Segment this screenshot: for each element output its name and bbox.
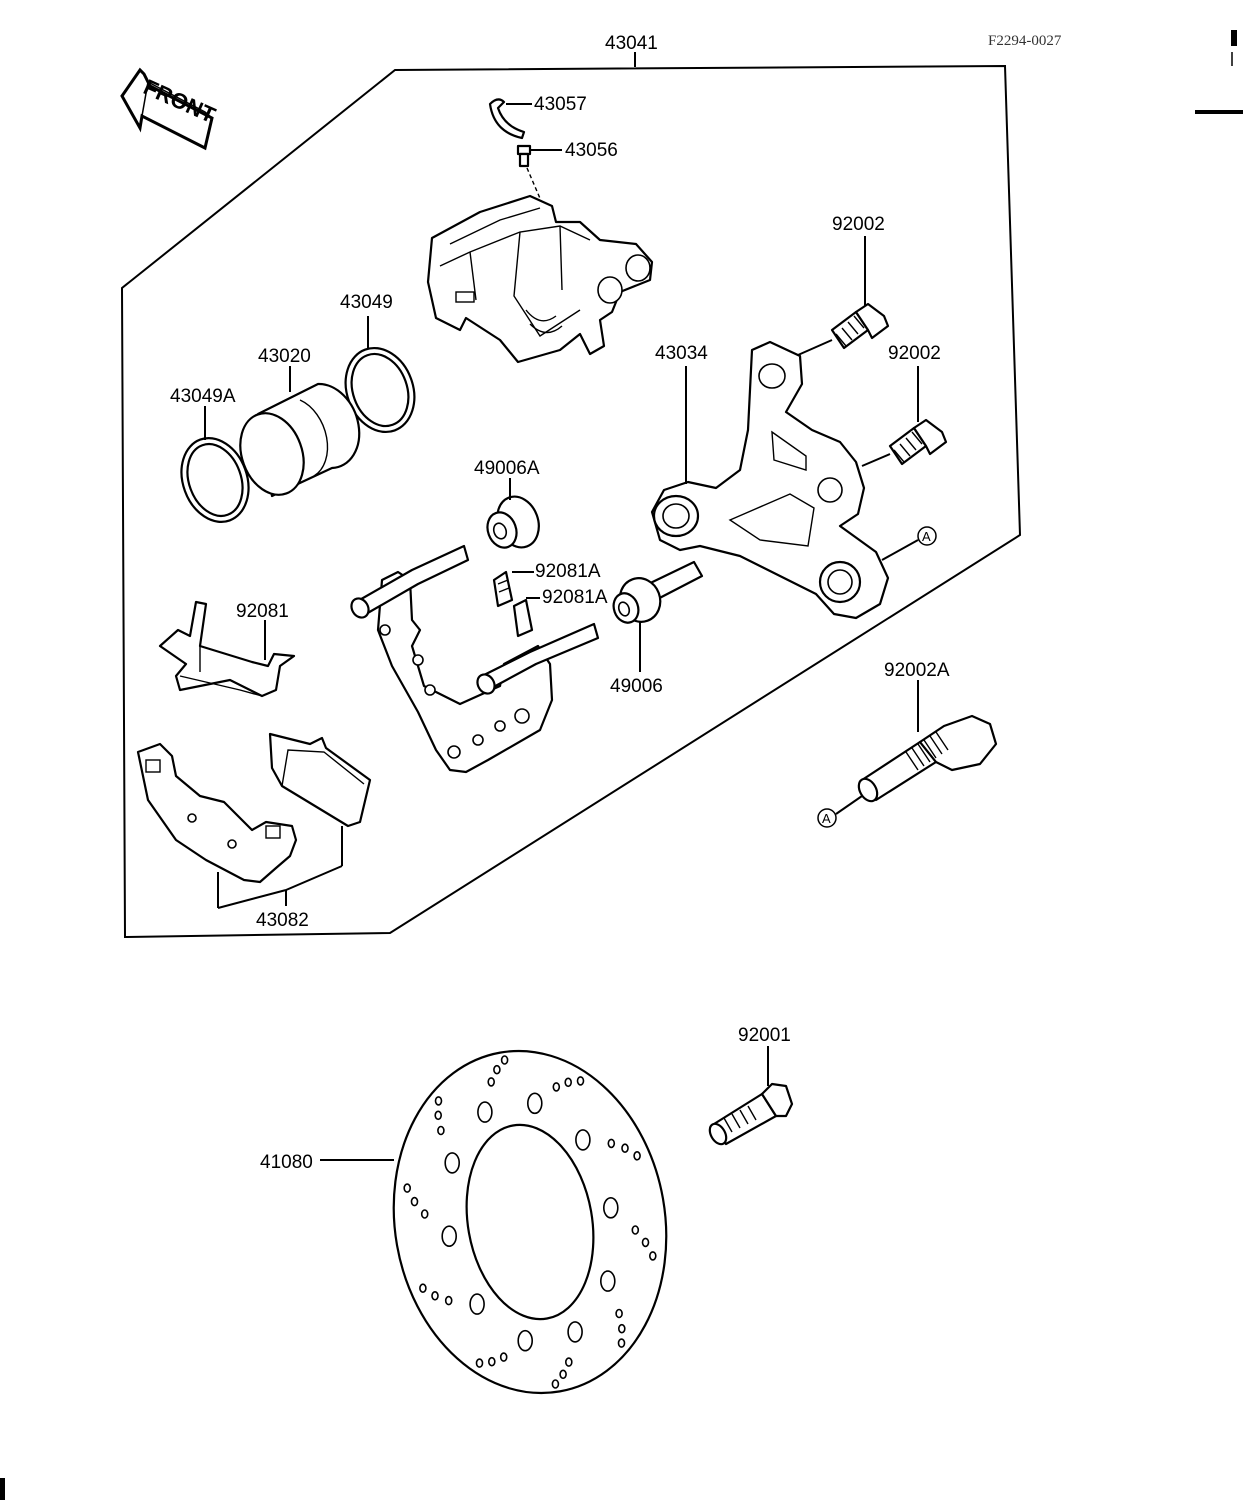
disc-hole: [551, 1379, 560, 1389]
seal-43049: [344, 316, 416, 434]
disc-hole: [607, 1138, 616, 1149]
disc-hole: [434, 1096, 443, 1106]
bolt-92001: [708, 1046, 794, 1146]
disc-hole: [648, 1251, 657, 1261]
disc-hole: [403, 1183, 412, 1193]
reference-code: F2294-0027: [988, 33, 1062, 49]
marker-a-bracket: A: [881, 526, 937, 561]
label-43020: 43020: [258, 346, 311, 367]
clip-43057: [488, 98, 532, 140]
disc-hole: [615, 1308, 623, 1319]
anchor-plate: [350, 544, 600, 774]
disc-hole: [631, 1225, 640, 1235]
label-49006A: 49006A: [474, 458, 540, 479]
label-92081: 92081: [236, 601, 289, 622]
label-41080: 41080: [260, 1152, 313, 1173]
disc-hole: [564, 1357, 573, 1367]
disc-hole: [552, 1082, 561, 1092]
disc-hole: [410, 1196, 419, 1207]
disc-hole: [420, 1209, 429, 1219]
disc-hole: [617, 1338, 626, 1348]
svg-text:A: A: [922, 529, 931, 544]
piston-43020: [239, 366, 361, 498]
disc-hole: [431, 1291, 439, 1301]
disc-hole: [475, 1358, 484, 1368]
disc-hole: [602, 1197, 619, 1219]
disc-hole: [499, 1352, 508, 1362]
label-43056: 43056: [565, 140, 618, 161]
disc-hole: [641, 1237, 650, 1248]
bleeder-valve-43056: [516, 144, 562, 168]
caliper-bracket-43034: [650, 340, 890, 620]
label-92002-top: 92002: [832, 214, 885, 235]
pad-spring-92081: [158, 600, 296, 698]
label-92002A: 92002A: [884, 660, 950, 681]
label-43049: 43049: [340, 292, 393, 313]
disc-hole: [434, 1110, 443, 1121]
brake-pads-43082: [136, 732, 372, 909]
assembly-outline: [120, 64, 1022, 939]
bolt-92002A: [857, 680, 998, 803]
front-arrow-icon: FRONT: [120, 67, 220, 151]
disc-hole: [559, 1369, 567, 1380]
disc-hole: [469, 1293, 485, 1315]
disc-hole: [500, 1055, 509, 1065]
disc-hole: [493, 1064, 501, 1075]
boot-49006A: [486, 478, 540, 549]
disc-hole: [617, 1323, 626, 1334]
marker-a-bolt: A: [817, 795, 863, 828]
label-92081A-2: 92081A: [542, 587, 608, 608]
label-92002-mid: 92002: [888, 343, 941, 364]
disc-hole: [526, 1092, 543, 1115]
label-43049A: 43049A: [170, 386, 236, 407]
disc-hole: [599, 1270, 616, 1292]
disc-hole: [621, 1143, 629, 1153]
disc-hole: [419, 1283, 427, 1293]
spring-92081A-1: [492, 570, 534, 608]
disc-hole: [441, 1225, 458, 1247]
label-43034: 43034: [655, 343, 708, 364]
label-92001: 92001: [738, 1025, 791, 1046]
disc-hole: [477, 1101, 493, 1123]
disc-hole: [564, 1077, 573, 1088]
label-49006: 49006: [610, 676, 663, 697]
disc-hole: [444, 1295, 453, 1306]
bolt-92002-mid: [861, 366, 948, 467]
disc-hole: [575, 1129, 591, 1151]
disc-hole: [633, 1151, 641, 1161]
seal-43049A: [180, 406, 250, 523]
disc-hole: [517, 1329, 534, 1352]
label-43082: 43082: [256, 910, 309, 931]
label-43057: 43057: [534, 94, 587, 115]
label-92081A-1: 92081A: [535, 561, 601, 582]
svg-text:A: A: [822, 811, 831, 826]
disc-hole: [576, 1076, 585, 1086]
disc-hole: [567, 1321, 583, 1343]
disc-hole: [437, 1125, 445, 1136]
disc-hole: [444, 1152, 461, 1174]
bolt-92002-top: [797, 236, 890, 356]
page-edge-marks: [0, 30, 1243, 1500]
caliper-body: [426, 167, 654, 364]
disc-hole: [487, 1356, 496, 1367]
brake-disc-41080: [392, 1049, 668, 1395]
assembly-label: 43041: [605, 33, 658, 54]
boot-49006: [612, 560, 704, 672]
disc-hole: [487, 1077, 496, 1087]
spring-92081A-2: [512, 597, 540, 638]
